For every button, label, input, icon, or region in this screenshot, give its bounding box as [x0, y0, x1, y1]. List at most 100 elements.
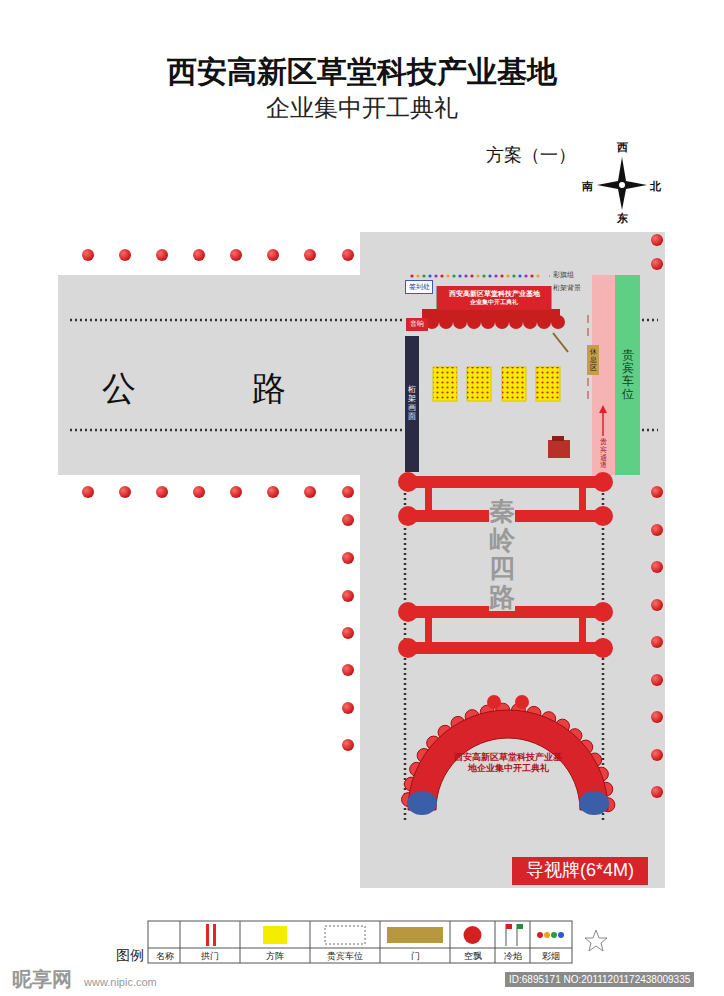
legend-text: 贵宾车位	[310, 950, 380, 963]
balloon	[342, 590, 354, 602]
balloon	[119, 486, 131, 498]
flag-row	[446, 274, 449, 277]
balloon	[651, 711, 663, 723]
layout-box: 贵宾通道	[592, 275, 615, 475]
cold-fireworks	[553, 333, 568, 352]
gate-arch	[425, 482, 432, 516]
flag-row	[458, 274, 461, 277]
map-label: 北	[650, 179, 661, 194]
vip-lane	[615, 275, 640, 475]
compass	[619, 182, 625, 188]
box-text: 企业集中开工典礼	[470, 299, 518, 306]
layout-box: 音响	[406, 318, 428, 331]
stage-roof	[439, 315, 453, 329]
stage-roof	[523, 315, 537, 329]
legend-icon	[517, 924, 523, 929]
lane-line	[642, 319, 658, 322]
legend-icon	[544, 932, 550, 938]
square-formation	[536, 367, 560, 401]
flag-row	[428, 274, 431, 277]
legend-text: 拱门	[180, 950, 240, 963]
legend-icon	[506, 924, 512, 929]
stage-roof	[481, 315, 495, 329]
balloon	[342, 627, 354, 639]
flag-row	[506, 274, 509, 277]
inflatable-arch	[408, 710, 608, 810]
box-text: 西安高新区草堂科技产业基地企业集中开工典礼	[454, 752, 562, 774]
layout-box: 签到处	[405, 280, 433, 294]
flag-row	[536, 274, 539, 277]
podium	[548, 436, 570, 458]
map-label: 秦岭四路	[489, 497, 515, 611]
gate-arch	[593, 506, 613, 526]
balloon	[342, 702, 354, 714]
vip-lane	[592, 275, 640, 475]
flag-row	[482, 274, 485, 277]
flag-row	[494, 274, 497, 277]
legend-icon	[585, 930, 607, 951]
vip-lane	[599, 405, 607, 413]
flag-pole	[588, 378, 589, 386]
balloon	[651, 486, 663, 498]
layout-box: 西安高新区草堂科技产业基地企业集中开工典礼	[437, 286, 551, 310]
balloon	[119, 249, 131, 261]
map-label: 南	[582, 179, 593, 194]
vip-lane	[592, 275, 615, 475]
road-ground	[360, 232, 665, 888]
legend-table	[450, 921, 451, 963]
stage-roof	[425, 315, 565, 329]
balloon	[304, 249, 316, 261]
box-text: 贵宾车位	[622, 349, 634, 402]
cold-fireworks	[553, 333, 568, 352]
gate-arch	[398, 602, 418, 622]
map-label: 彩旗组	[553, 270, 574, 280]
legend-table	[530, 921, 531, 963]
gate-arch	[593, 472, 613, 492]
square-formation	[433, 367, 457, 401]
legend-icon	[551, 932, 557, 938]
balloon	[651, 561, 663, 573]
balloon	[193, 249, 205, 261]
balloon	[342, 486, 354, 498]
gate-arch	[579, 612, 586, 648]
balloon	[156, 486, 168, 498]
map-label: 昵享网	[12, 966, 72, 993]
flag-row	[416, 274, 419, 277]
gate-arch	[593, 638, 613, 658]
legend-swatch	[387, 927, 443, 943]
road-ground	[58, 232, 665, 888]
balloon	[651, 749, 663, 761]
lane-line	[642, 429, 658, 432]
legend-table	[148, 948, 572, 949]
legend-table	[380, 921, 381, 963]
flag-row	[488, 274, 491, 277]
flag-pole	[588, 315, 589, 323]
title: 西安高新区草堂科技产业基地	[167, 52, 557, 93]
lane-line	[70, 319, 402, 322]
balloon	[651, 258, 663, 270]
balloon	[82, 486, 94, 498]
balloon	[267, 486, 279, 498]
compass	[597, 157, 647, 210]
flag-row	[464, 274, 467, 277]
layout-box: 贵宾车位	[615, 275, 640, 475]
balloon	[230, 486, 242, 498]
legend-text: 方阵	[240, 950, 310, 963]
inflatable-arch	[515, 695, 529, 709]
square-formation	[536, 367, 560, 401]
legend-text: 彩烟	[530, 950, 572, 963]
inflatable-arch	[402, 695, 615, 815]
legend-icon	[558, 932, 564, 938]
legend-icon	[537, 932, 543, 938]
flag-row	[422, 274, 425, 277]
balloon	[651, 599, 663, 611]
flag-row	[410, 274, 539, 277]
balloon	[230, 249, 242, 261]
box-text: 音响	[410, 320, 424, 328]
flag-row	[452, 274, 455, 277]
legend-table	[148, 921, 572, 963]
balloon	[193, 486, 205, 498]
balloon	[304, 486, 316, 498]
balloon	[156, 249, 168, 261]
